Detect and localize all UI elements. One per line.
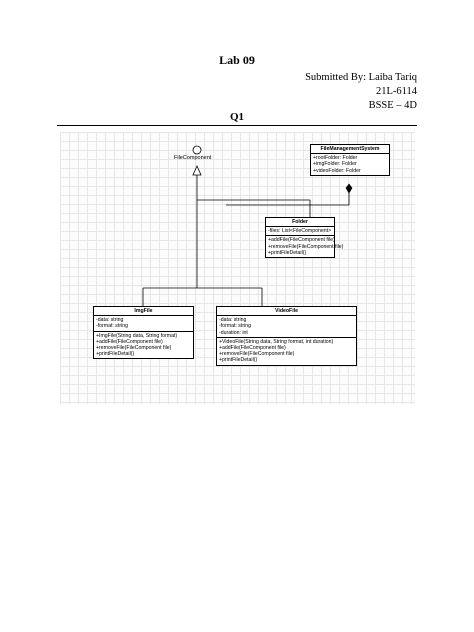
class-name: VideoFile: [217, 307, 356, 317]
methods-section: +addFile(FileComponent file) +removeFile…: [266, 235, 344, 257]
class-video-file: VideoFile -data: string -format: string …: [216, 306, 357, 366]
section-label: BSSE – 4D: [368, 100, 417, 111]
attributes-section: +rootFolder: Folder +imgFolder: Folder +…: [311, 154, 389, 175]
method: +printFileDetail(): [219, 357, 258, 364]
horizontal-rule: [57, 125, 417, 126]
interface-circle: [192, 145, 202, 155]
composition-diamond: [345, 183, 353, 194]
submitted-by: Submitted By: Laiba Tariq: [305, 72, 417, 83]
method: +printFileDetail(): [96, 351, 135, 358]
roll-number: 21L-6114: [375, 86, 417, 97]
attributes-section: -data: string -format: string: [94, 316, 193, 330]
class-img-file: ImgFile -data: string -format: string +I…: [93, 306, 194, 360]
attribute: -format: string: [96, 323, 128, 330]
attribute: -data: string: [219, 317, 247, 324]
method: +printFileDetail(): [268, 249, 307, 256]
attributes-section: -files: List<FileComponent>: [266, 227, 334, 235]
attribute: +rootFolder: Folder: [313, 155, 358, 162]
methods-section: +ImgFile(String data, String format) +ad…: [94, 330, 193, 359]
class-name: Folder: [266, 218, 334, 228]
method: +ImgFile(String data, String format): [96, 332, 178, 339]
class-name: FileManagementSystem: [311, 145, 389, 155]
attribute: -duration: int: [219, 329, 248, 336]
attribute: -data: string: [96, 317, 124, 324]
attribute: -format: string: [219, 323, 251, 330]
class-file-management-system: FileManagementSystem +rootFolder: Folder…: [310, 144, 390, 176]
attributes-section: -data: string -format: string -duration:…: [217, 316, 356, 337]
method: +addFile(FileComponent file): [219, 345, 286, 352]
methods-section: +VideoFile(String data, String format, i…: [217, 336, 356, 365]
method: +removeFile(FileComponent file): [96, 345, 172, 352]
method: +removeFile(FileComponent file): [268, 243, 344, 250]
attribute: -files: List<FileComponent>: [268, 228, 332, 235]
method: +addFile(FileComponent file): [96, 338, 163, 345]
class-folder: Folder -files: List<FileComponent> +addF…: [265, 217, 344, 259]
attribute: +imgFolder: Folder: [313, 161, 357, 168]
method: +removeFile(FileComponent file): [219, 351, 295, 358]
question-label: Q1: [229, 111, 245, 123]
method: +VideoFile(String data, String format, i…: [219, 338, 334, 345]
method: +addFile(FileComponent file): [268, 237, 335, 244]
inheritance-arrowhead: [192, 165, 202, 176]
class-name: ImgFile: [94, 307, 193, 317]
interface-label: FileComponent: [174, 155, 212, 161]
document-title: Lab 09: [219, 53, 255, 67]
attribute: +videoFolder: Folder: [313, 167, 361, 174]
